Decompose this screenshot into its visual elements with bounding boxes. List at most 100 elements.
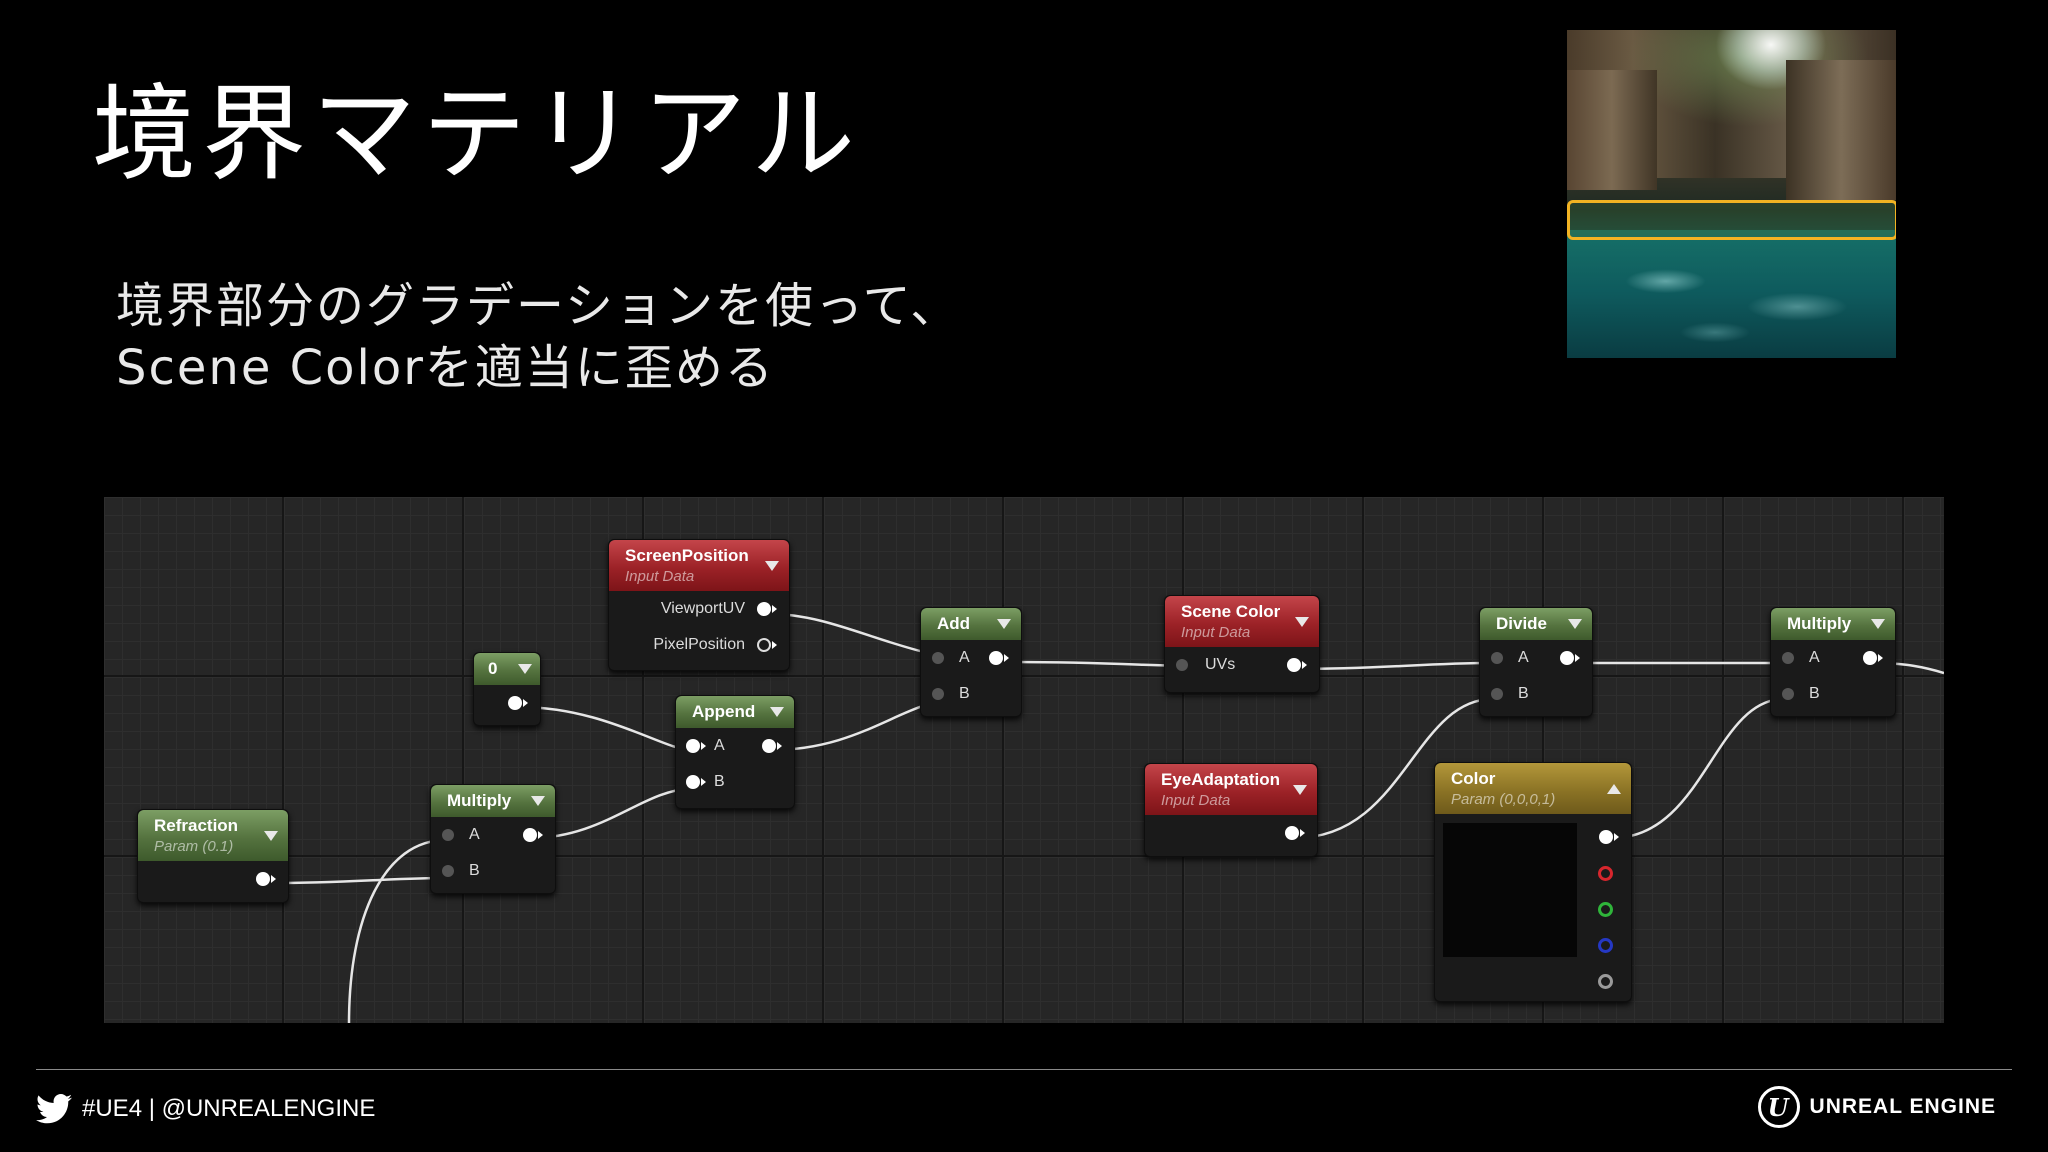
collapse-chevron-icon[interactable]: [264, 830, 278, 841]
node-screenposition-subtitle: Input Data: [625, 568, 695, 585]
pin-row-multiply-right-b: B: [1771, 676, 1895, 712]
pin-arrow-icon: [701, 778, 706, 786]
output-pin[interactable]: [757, 638, 771, 652]
pin-label-a: A: [714, 737, 725, 754]
output-pin-red[interactable]: [1598, 866, 1613, 881]
output-pin[interactable]: [762, 739, 776, 753]
pin-row-uvs: UVs: [1165, 647, 1319, 683]
output-pin[interactable]: [1599, 830, 1613, 844]
input-pin[interactable]: [1176, 659, 1188, 671]
collapse-chevron-icon[interactable]: [1871, 619, 1885, 629]
input-pin[interactable]: [442, 865, 454, 877]
output-pin-alpha[interactable]: [1598, 974, 1613, 989]
pin-row-append-b: B: [676, 764, 794, 800]
water-area: [1567, 230, 1896, 358]
output-pin[interactable]: [508, 696, 522, 710]
pin-row-refraction: [138, 861, 288, 897]
material-graph[interactable]: ScreenPosition Input Data ViewportUV Pix…: [104, 497, 1944, 1023]
graph-wires: [272, 612, 1944, 1023]
node-eyeadaptation-subtitle: Input Data: [1161, 792, 1231, 809]
pin-label-a: A: [469, 826, 480, 843]
body-line-1: 境界部分のグラデーションを使って、: [116, 278, 961, 334]
input-pin[interactable]: [442, 829, 454, 841]
pin-row-divide-a: A: [1480, 640, 1592, 676]
collapse-chevron-icon[interactable]: [531, 796, 545, 806]
node-multiply-right[interactable]: Multiply A B: [1770, 607, 1896, 717]
output-pin[interactable]: [1287, 658, 1301, 672]
wire-refraction-multiply-b: [272, 876, 447, 885]
node-eyeadaptation-title: EyeAdaptation: [1161, 770, 1281, 789]
node-multiply-left-header: Multiply: [431, 785, 555, 817]
wire-scenecolor-divide-a: [1296, 661, 1494, 671]
pin-row-rgba: [1591, 819, 1631, 855]
rock-right: [1786, 60, 1896, 200]
input-pin[interactable]: [686, 739, 700, 753]
pin-row-eyeadaptation: [1145, 815, 1317, 851]
collapse-chevron-icon[interactable]: [765, 560, 779, 571]
body-line-2: Scene Colorを適当に歪める: [116, 340, 775, 396]
collapse-chevron-icon[interactable]: [1295, 616, 1309, 627]
twitter-icon: [36, 1094, 72, 1124]
footer-brand-name: UNREAL ENGINE: [1809, 1095, 1996, 1118]
input-pin[interactable]: [1491, 688, 1503, 700]
collapse-chevron-icon[interactable]: [1293, 784, 1307, 795]
output-pin[interactable]: [1560, 651, 1574, 665]
pin-row-a: [1591, 963, 1631, 999]
pin-label-pixelposition: PixelPosition: [653, 636, 745, 653]
node-eyeadaptation[interactable]: EyeAdaptation Input Data: [1144, 763, 1318, 857]
node-add[interactable]: Add A B: [920, 607, 1022, 717]
footer-hashtag: #UE4 | @UNREALENGINE: [82, 1095, 376, 1122]
pin-row-g: [1591, 891, 1631, 927]
node-append-title: Append: [692, 702, 756, 721]
collapse-chevron-icon[interactable]: [770, 707, 784, 717]
input-pin[interactable]: [686, 775, 700, 789]
pin-label-a: A: [1518, 649, 1529, 666]
output-pin[interactable]: [523, 828, 537, 842]
node-add-title: Add: [937, 614, 971, 633]
input-pin[interactable]: [932, 652, 944, 664]
node-scenecolor-subtitle: Input Data: [1181, 624, 1251, 641]
output-pin[interactable]: [1863, 651, 1877, 665]
input-pin[interactable]: [1491, 652, 1503, 664]
wire-in-multiply-a: [347, 838, 447, 1023]
node-constant-title: 0: [488, 659, 498, 678]
pin-row-divide-b: B: [1480, 676, 1592, 712]
node-scenecolor[interactable]: Scene Color Input Data UVs: [1164, 595, 1320, 693]
node-refraction[interactable]: Refraction Param (0.1): [137, 809, 289, 903]
input-pin[interactable]: [932, 688, 944, 700]
unreal-logo-icon: U: [1757, 1086, 1800, 1128]
node-divide[interactable]: Divide A B: [1479, 607, 1593, 717]
pin-arrow-icon: [538, 831, 543, 839]
slide-body: 境界部分のグラデーションを使って、 Scene Colorを適当に歪める: [116, 275, 960, 399]
pin-row-append-a: A: [676, 728, 794, 764]
node-divide-title: Divide: [1496, 614, 1548, 633]
pin-label-viewportuv: ViewportUV: [660, 600, 745, 617]
node-multiply-left[interactable]: Multiply A B: [430, 784, 556, 894]
pin-arrow-icon: [1302, 661, 1307, 669]
input-pin[interactable]: [1782, 688, 1794, 700]
node-append-header: Append: [676, 696, 794, 728]
node-screenposition[interactable]: ScreenPosition Input Data ViewportUV Pix…: [608, 539, 790, 671]
input-pin[interactable]: [1782, 652, 1794, 664]
output-pin-blue[interactable]: [1598, 938, 1613, 953]
node-constant[interactable]: 0: [473, 652, 541, 726]
node-color-header: Color Param (0,0,0,1): [1435, 763, 1631, 814]
output-pin-green[interactable]: [1598, 902, 1613, 917]
output-pin[interactable]: [1285, 826, 1299, 840]
footer-social: #UE4 | @UNREALENGINE: [36, 1094, 375, 1124]
node-screenposition-header: ScreenPosition Input Data: [609, 540, 789, 591]
collapse-chevron-icon[interactable]: [997, 619, 1011, 629]
node-append[interactable]: Append A B: [675, 695, 795, 809]
output-pin[interactable]: [757, 602, 771, 616]
output-pin[interactable]: [256, 872, 270, 886]
wire-constant-append-a: [518, 705, 692, 752]
node-color[interactable]: Color Param (0,0,0,1): [1434, 762, 1632, 1002]
pin-label-b: B: [714, 773, 725, 790]
pin-row-multiply-right-a: A: [1771, 640, 1895, 676]
node-scenecolor-title: Scene Color: [1181, 602, 1281, 621]
collapse-chevron-icon[interactable]: [1568, 619, 1582, 629]
expand-chevron-icon[interactable]: [1607, 783, 1621, 794]
collapse-chevron-icon[interactable]: [518, 664, 532, 674]
output-pin[interactable]: [989, 651, 1003, 665]
pin-row-multiply-left-b: B: [431, 853, 555, 889]
